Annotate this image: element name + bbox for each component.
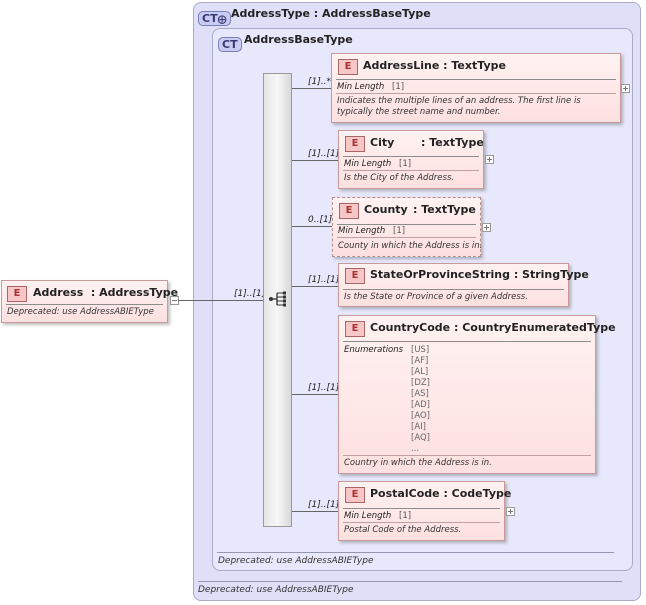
connector-county — [292, 226, 332, 227]
enumeration-value: ... — [411, 444, 420, 454]
element-name: County — [364, 203, 408, 216]
element-divider — [343, 508, 500, 509]
element-divider — [343, 455, 591, 456]
element-doc: Indicates the multiple lines of an addre… — [337, 96, 581, 117]
element-divider — [343, 341, 591, 342]
expand-icon[interactable] — [621, 84, 630, 93]
element-type: : TextType — [421, 136, 484, 149]
element-icon: E — [339, 203, 359, 219]
element-divider — [343, 289, 564, 290]
element-doc: Is the State or Province of a given Addr… — [344, 292, 528, 302]
enumeration-value: [AI] — [411, 422, 426, 432]
element-name: PostalCode : CodeType — [370, 487, 512, 500]
enumeration-value: [AL] — [411, 367, 429, 377]
element-name: AddressLine : TextType — [363, 59, 506, 72]
address-base-type-badge: CT — [218, 33, 242, 52]
connector-city — [292, 160, 338, 161]
element-name: City — [370, 136, 395, 149]
element-icon: E — [345, 136, 365, 152]
facet-label: Min Length — [338, 226, 386, 236]
element-icon: E — [7, 286, 27, 302]
address-base-type-title: AddressBaseType — [244, 33, 353, 46]
element-divider — [343, 156, 479, 157]
outer-footer-text: Deprecated: use AddressABIEType — [198, 585, 354, 595]
element-postalcode[interactable]: E PostalCode : CodeType Min Length [1] P… — [338, 481, 511, 541]
expand-icon[interactable] — [482, 223, 491, 232]
root-connector — [178, 300, 264, 301]
element-city[interactable]: E City : TextType Min Length [1] Is the … — [338, 130, 484, 189]
sequence-icon — [269, 291, 286, 307]
element-divider — [343, 522, 500, 523]
address-type-title: AddressType : AddressBaseType — [231, 7, 431, 20]
element-divider — [6, 304, 163, 305]
enumeration-value: [US] — [411, 345, 430, 355]
enumeration-value: [AS] — [411, 389, 429, 399]
element-icon: E — [345, 487, 365, 503]
element-divider — [336, 93, 616, 94]
address-element-doc: Deprecated: use AddressABIEType — [7, 307, 154, 317]
element-doc: County in which the Address is in. — [338, 241, 483, 251]
expand-icon[interactable] — [485, 155, 494, 164]
element-divider — [337, 237, 476, 238]
element-doc: Postal Code of the Address. — [344, 525, 462, 535]
enumeration-value: [AQ] — [411, 433, 430, 443]
outer-footer-divider — [198, 581, 622, 582]
connector-postalcode — [292, 511, 338, 512]
complex-type-icon: CT — [218, 37, 242, 52]
facet-value: [1] — [399, 511, 412, 521]
enumeration-value: [AF] — [411, 356, 429, 366]
complex-type-icon: CT⨁ — [198, 11, 231, 26]
element-icon: E — [345, 321, 365, 337]
connector-addressline — [292, 88, 331, 89]
cardinality-postalcode: [1]..[1] — [308, 500, 340, 510]
root-cardinality: [1]..[1] — [234, 289, 266, 299]
element-addressline[interactable]: E AddressLine : TextType Min Length [1] … — [331, 53, 621, 123]
element-countrycode[interactable]: E CountryCode : CountryEnumeratedType En… — [338, 315, 616, 474]
facet-value: [1] — [399, 159, 412, 169]
cardinality-addressline: [1]..* — [308, 77, 331, 87]
facet-label: Min Length — [344, 159, 392, 169]
cardinality-countrycode: [1]..[1] — [308, 383, 340, 393]
connector-countrycode — [292, 394, 338, 395]
element-divider — [336, 79, 616, 80]
element-icon: E — [338, 59, 358, 75]
inner-footer-divider — [217, 552, 614, 553]
enumeration-value: [AD] — [411, 400, 430, 410]
address-element-name: Address : AddressType — [33, 286, 179, 299]
facet-value: [1] — [392, 82, 405, 92]
element-doc: Is the City of the Address. — [344, 173, 455, 183]
facet-label: Min Length — [344, 511, 392, 521]
element-name: StateOrProvinceString : StringType — [370, 268, 589, 281]
cardinality-state: [1]..[1] — [308, 275, 340, 285]
cardinality-city: [1]..[1] — [308, 149, 340, 159]
address-element[interactable]: E Address : AddressType Deprecated: use … — [1, 280, 178, 323]
element-doc: Country in which the Address is in. — [344, 458, 492, 468]
element-type: : TextType — [413, 203, 476, 216]
enumeration-value: [DZ] — [411, 378, 431, 388]
element-county[interactable]: E County : TextType Min Length [1] Count… — [332, 197, 483, 257]
element-divider — [337, 224, 476, 225]
facet-value: [1] — [393, 226, 406, 236]
facet-label: Min Length — [337, 82, 385, 92]
facet-label: Enumerations — [344, 345, 404, 355]
enumeration-list: [US] [AF] [AL] [DZ] [AS] [AD] [AO] [AI] … — [411, 345, 430, 455]
expand-icon[interactable] — [506, 507, 515, 516]
enumeration-value: [AO] — [411, 411, 430, 421]
element-stateorprovincestring[interactable]: E StateOrProvinceString : StringType Is … — [338, 263, 589, 307]
element-divider — [343, 170, 479, 171]
cardinality-county: 0..[1] — [308, 215, 333, 225]
element-icon: E — [345, 268, 365, 284]
inner-footer-text: Deprecated: use AddressABIEType — [218, 556, 374, 566]
connector-state — [292, 286, 338, 287]
element-name: CountryCode : CountryEnumeratedType — [370, 321, 616, 334]
address-type-badge: CT⨁ — [198, 7, 231, 27]
